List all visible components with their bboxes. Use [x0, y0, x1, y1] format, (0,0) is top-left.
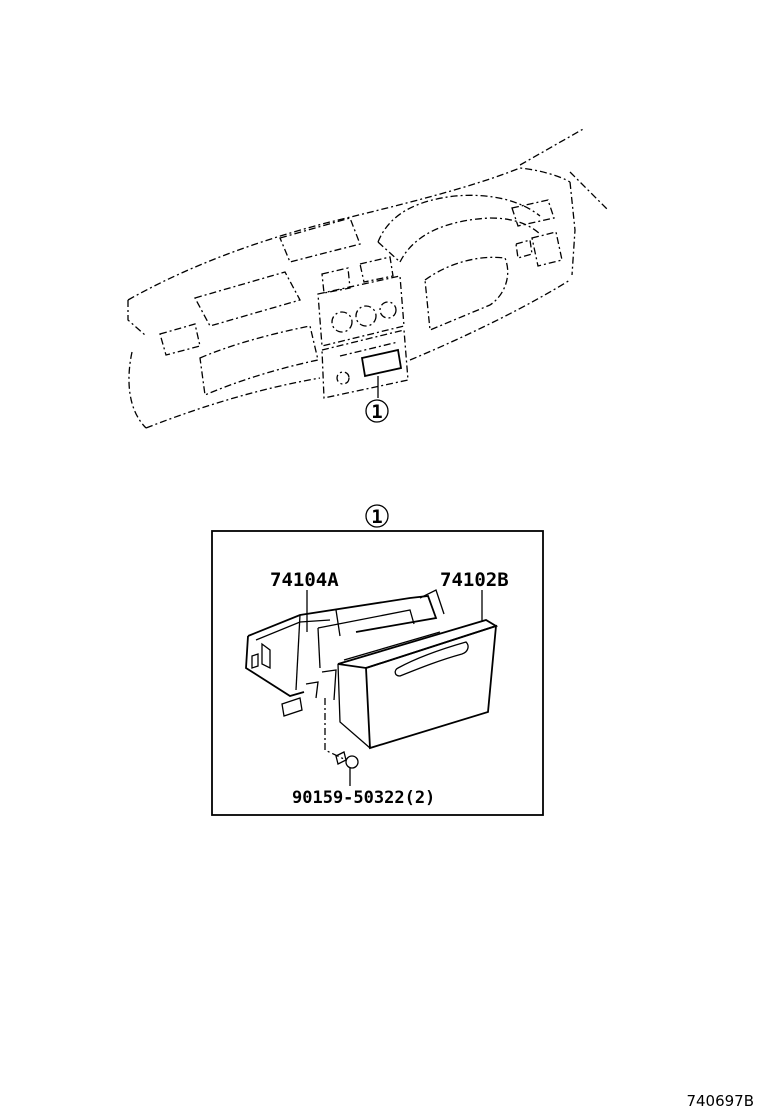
part-label-74104A: 74104A [270, 569, 339, 591]
callout-marker-1: 1 [365, 399, 389, 423]
screw-drawing [324, 698, 359, 769]
ashtray-location [360, 348, 403, 378]
svg-text:1: 1 [371, 401, 382, 423]
part-label-74102B: 74102B [440, 569, 509, 591]
detail-callout-1: 1 [365, 504, 389, 528]
svg-text:1: 1 [371, 506, 382, 528]
part-label-90159-50322: 90159-50322(2) [292, 788, 435, 808]
ashtray-drawer-drawing [337, 619, 499, 750]
dashboard-overview [127, 127, 609, 429]
figure-id: 740697B [686, 1092, 754, 1110]
detail-frame [211, 530, 544, 816]
ashtray-housing-drawing [245, 589, 445, 717]
